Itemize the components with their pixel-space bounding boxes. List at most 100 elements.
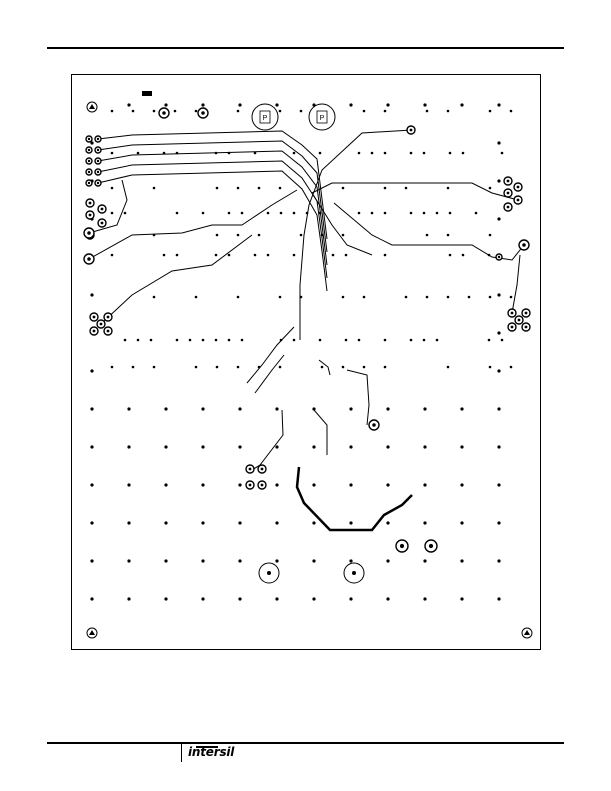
pad-drill (261, 484, 264, 487)
pcb-layout-frame: PP (71, 74, 541, 650)
via-icon (358, 152, 361, 155)
via-icon (111, 366, 114, 369)
via-icon (371, 212, 374, 215)
via-icon (497, 103, 500, 106)
via-icon (216, 234, 219, 237)
trace (297, 467, 412, 530)
via-icon (275, 483, 278, 486)
via-icon (279, 366, 282, 369)
via-icon (386, 445, 389, 448)
via-icon (384, 152, 387, 155)
pad-drill (88, 182, 90, 184)
via-icon (228, 254, 231, 257)
copper-traces (89, 130, 524, 470)
via-icon (127, 483, 130, 486)
via-icon (488, 339, 491, 342)
pad-drill (511, 312, 514, 315)
via-icon (241, 339, 244, 342)
via-icon (127, 407, 130, 410)
via-icon (237, 366, 240, 369)
via-icon (312, 445, 315, 448)
via-icon (201, 407, 204, 410)
via-icon (127, 103, 130, 106)
via-icon (124, 339, 127, 342)
via-icon (237, 187, 240, 190)
via-icon (449, 212, 452, 215)
via-icon (137, 339, 140, 342)
via-icon (275, 103, 278, 106)
via-icon (489, 366, 492, 369)
via-icon (386, 559, 389, 562)
via-icon (300, 296, 303, 299)
via-icon (201, 597, 204, 600)
pad-drill (88, 160, 90, 162)
via-icon (254, 152, 257, 155)
via-icon (90, 369, 93, 372)
via-icon (293, 339, 296, 342)
via-icon (275, 597, 278, 600)
via-icon (460, 103, 463, 106)
via-icon (426, 234, 429, 237)
via-icon (238, 597, 241, 600)
via-icon (460, 407, 463, 410)
pad-drill (511, 326, 514, 329)
via-icon (238, 407, 241, 410)
via-icon (349, 407, 352, 410)
via-icon (462, 254, 465, 257)
via-icon (349, 445, 352, 448)
via-icon (497, 483, 500, 486)
trace (319, 360, 330, 375)
via-icon (201, 103, 204, 106)
pad-drill (107, 316, 110, 319)
via-icon (436, 212, 439, 215)
via-icon (384, 187, 387, 190)
via-icon (460, 521, 463, 524)
via-icon (275, 521, 278, 524)
via-icon (111, 254, 114, 257)
trace (247, 327, 294, 383)
trace (312, 183, 518, 255)
via-icon (475, 212, 478, 215)
via-icon (127, 521, 130, 524)
via-icon (275, 407, 278, 410)
via-icon (405, 296, 408, 299)
via-icon (111, 110, 114, 113)
via-icon (489, 296, 492, 299)
via-icon (497, 521, 500, 524)
via-icon (349, 521, 352, 524)
via-icon (258, 234, 261, 237)
via-icon (423, 103, 426, 106)
via-icon (90, 559, 93, 562)
via-icon (237, 296, 240, 299)
pcb-artwork: PP (72, 75, 539, 648)
via-icon (176, 254, 179, 257)
via-icon (386, 103, 389, 106)
via-icon (423, 521, 426, 524)
via-icon (423, 559, 426, 562)
via-icon (293, 152, 296, 155)
via-icon (342, 296, 345, 299)
via-icon (349, 103, 352, 106)
via-icon (447, 234, 450, 237)
via-icon (202, 339, 205, 342)
via-icon (384, 212, 387, 215)
via-icon (201, 483, 204, 486)
via-icon (189, 339, 192, 342)
via-icon (312, 521, 315, 524)
via-icon (497, 407, 500, 410)
pad-drill (507, 192, 510, 195)
via-icon (163, 152, 166, 155)
via-icon (501, 152, 504, 155)
via-icon (319, 212, 322, 215)
via-icon (280, 212, 283, 215)
via-icon (363, 110, 366, 113)
via-icon (132, 110, 135, 113)
via-icon (447, 296, 450, 299)
via-icon (423, 483, 426, 486)
connector-label: P (320, 115, 325, 122)
via-icon (423, 212, 426, 215)
via-icon (321, 234, 324, 237)
via-icon (497, 293, 500, 296)
trace (252, 410, 283, 470)
via-icon (449, 254, 452, 257)
